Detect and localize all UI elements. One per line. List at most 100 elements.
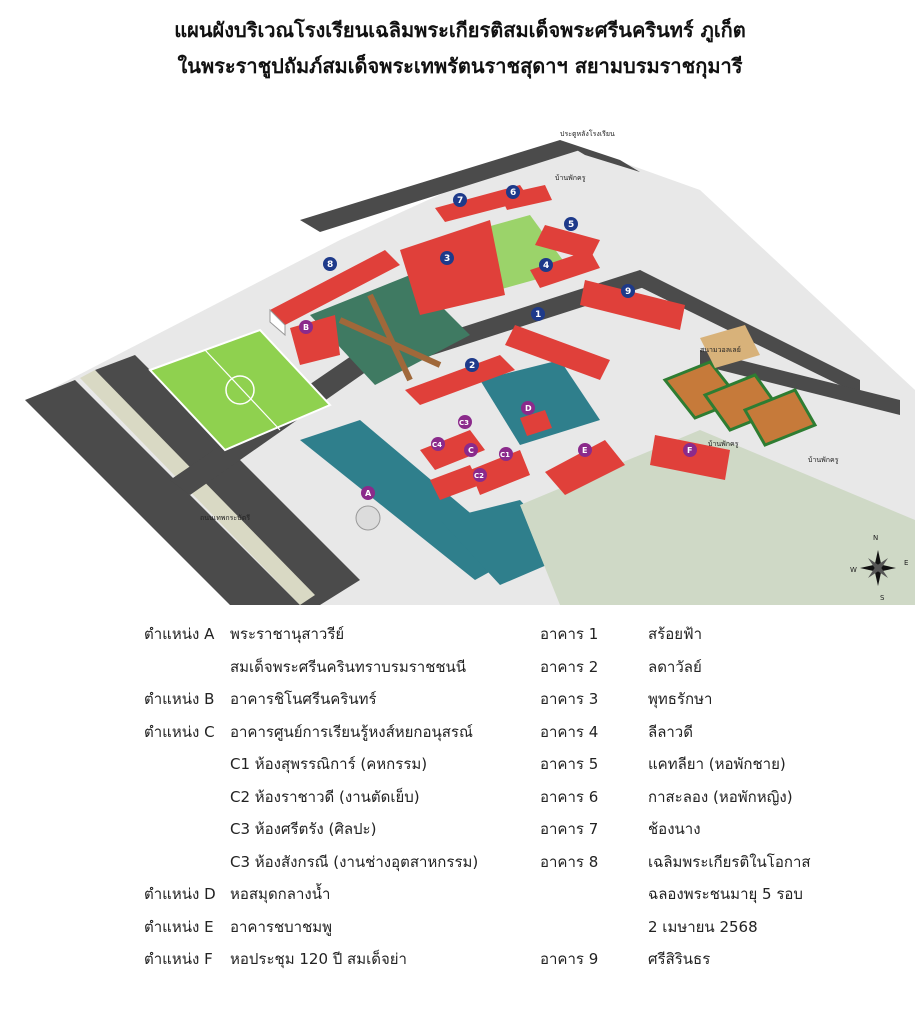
- legend-value: หอสมุดกลางน้ำ: [230, 885, 331, 903]
- legend-value: หอประชุม 120 ปี สมเด็จย่า: [230, 950, 407, 968]
- building-c-roof-2: [470, 450, 530, 495]
- svg-text:D: D: [525, 404, 532, 413]
- compass-w: W: [850, 566, 857, 574]
- pin-position-c2: C2: [473, 468, 487, 482]
- legend-row: อาคาร 1 สร้อยฟ้า: [540, 618, 910, 651]
- compass-n: N: [873, 534, 878, 542]
- legend-row: สมเด็จพระศรีนครินทราบรมราชชนนี: [144, 651, 524, 684]
- pin-position-a: A: [361, 486, 375, 500]
- legend-value: ลีลาวดี: [648, 722, 693, 741]
- building-9-roof: [580, 280, 685, 330]
- campus-map: N S E W ประตูหลังโรงเรียน บ้านพักครู บ้า…: [0, 100, 920, 610]
- legend-key: ตำแหน่ง F: [144, 950, 213, 968]
- svg-text:9: 9: [625, 287, 631, 297]
- building-f-roof: [650, 435, 730, 480]
- legend-buildings: อาคาร 1 สร้อยฟ้า อาคาร 2 ลดาวัลย์ อาคาร 3 พ…: [540, 618, 910, 976]
- legend-row: ตำแหน่ง F หอประชุม 120 ปี สมเด็จย่า: [144, 943, 524, 976]
- svg-text:A: A: [365, 489, 372, 498]
- page-title-line-2: ในพระราชูปถัมภ์สมเด็จพระเทพรัตนราชสุดาฯ …: [177, 54, 743, 78]
- svg-text:1: 1: [535, 310, 541, 320]
- legend-row: ฉลองพระชนมายุ 5 รอบ: [540, 878, 910, 911]
- legend-row: 2 เมษายน 2568: [540, 911, 910, 944]
- legend-value: C1 ห้องสุพรรณิการ์ (คหกรรม): [230, 755, 428, 773]
- svg-text:5: 5: [568, 220, 574, 230]
- pin-building-4: 4: [539, 258, 553, 272]
- label-road-left: ถนนเทพกระษัตรี: [200, 514, 250, 522]
- legend-row: อาคาร 2 ลดาวัลย์: [540, 651, 910, 684]
- building-1-roof: [505, 325, 610, 380]
- legend-value: สร้อยฟ้า: [648, 625, 703, 643]
- sand-court: [700, 325, 760, 368]
- pin-building-7: 7: [453, 193, 467, 207]
- legend-value: ฉลองพระชนมายุ 5 รอบ: [648, 885, 803, 903]
- label-back-gate: ประตูหลังโรงเรียน: [560, 129, 615, 138]
- legend-value: อาคารศูนย์การเรียนรู้หงส์หยกอนุสรณ์: [230, 722, 473, 741]
- building-5-roof: [535, 225, 600, 260]
- legend-key: อาคาร 3: [540, 690, 599, 708]
- building-8-roof: [270, 250, 400, 325]
- pin-position-b: B: [299, 320, 313, 334]
- legend-value: พุทธรักษา: [648, 690, 713, 708]
- building-2-roof: [405, 355, 515, 405]
- ring-road-east: [700, 350, 900, 415]
- library-pond: [480, 360, 600, 445]
- legend-value: C3 ห้องศรีตรัง (ศิลปะ): [230, 820, 377, 838]
- pin-building-5: 5: [564, 217, 578, 231]
- pin-position-c3: C3: [458, 415, 472, 429]
- building-6-roof: [500, 185, 552, 210]
- legend-key: ตำแหน่ง D: [144, 885, 216, 903]
- svg-text:C: C: [468, 446, 474, 455]
- highway-road-2: [95, 355, 360, 605]
- legend-row: ตำแหน่ง D หอสมุดกลางน้ำ: [144, 878, 524, 911]
- pin-position-c4: C4: [431, 437, 445, 451]
- legend-value: เฉลิมพระเกียรติในโอกาส: [648, 852, 811, 871]
- building-c-roof-1: [420, 430, 485, 470]
- compass-icon: [860, 550, 896, 586]
- pin-building-1: 1: [531, 307, 545, 321]
- legend-value: ช้องนาง: [648, 820, 701, 838]
- legend-value: แคทลียา (หอพักชาย): [648, 755, 786, 773]
- svg-text:C4: C4: [432, 441, 442, 449]
- ring-road-top: [300, 140, 580, 232]
- svg-text:3: 3: [444, 254, 450, 264]
- back-road: [560, 140, 640, 172]
- building-d-roof: [520, 410, 552, 436]
- legend-key: อาคาร 1: [540, 625, 599, 643]
- svg-text:C2: C2: [474, 472, 484, 480]
- legend-key: ตำแหน่ง C: [144, 722, 215, 741]
- legend-key: อาคาร 5: [540, 755, 599, 773]
- svg-text:B: B: [303, 323, 309, 332]
- legend-key: อาคาร 6: [540, 787, 599, 806]
- compass-s: S: [880, 594, 885, 602]
- svg-text:E: E: [582, 446, 587, 455]
- legend-key: อาคาร 7: [540, 820, 599, 838]
- legend-row: C3 ห้องศรีตรัง (ศิลปะ): [144, 813, 524, 846]
- legend-key: ตำแหน่ง B: [144, 690, 215, 708]
- building-c-roof-3: [430, 465, 480, 500]
- legend-key: อาคาร 2: [540, 657, 599, 676]
- pin-building-8: 8: [323, 257, 337, 271]
- legend-row: C2 ห้องราชาวดี (งานตัดเย็บ): [144, 781, 524, 814]
- legend-key: อาคาร 4: [540, 722, 599, 741]
- svg-text:6: 6: [510, 188, 516, 198]
- building-4-roof: [530, 250, 600, 288]
- compass-e: E: [904, 559, 908, 567]
- svg-text:2: 2: [469, 361, 475, 371]
- legend-key: ตำแหน่ง A: [144, 625, 215, 643]
- tree-field-lower: [520, 430, 915, 605]
- label-house-f: บ้านพักครู: [708, 440, 739, 448]
- svg-text:C3: C3: [459, 419, 469, 427]
- svg-text:8: 8: [327, 260, 333, 270]
- page-title-line-1: แผนผังบริเวณโรงเรียนเฉลิมพระเกียรติสมเด็…: [174, 18, 746, 42]
- football-field: [148, 328, 332, 452]
- legend-value: ลดาวัลย์: [648, 657, 702, 676]
- legend-value: 2 เมษายน 2568: [648, 917, 758, 936]
- highway-road: [25, 380, 300, 605]
- legend-key: อาคาร 8: [540, 852, 599, 871]
- legend-key: ตำแหน่ง E: [144, 917, 214, 936]
- pin-position-f: F: [683, 443, 697, 457]
